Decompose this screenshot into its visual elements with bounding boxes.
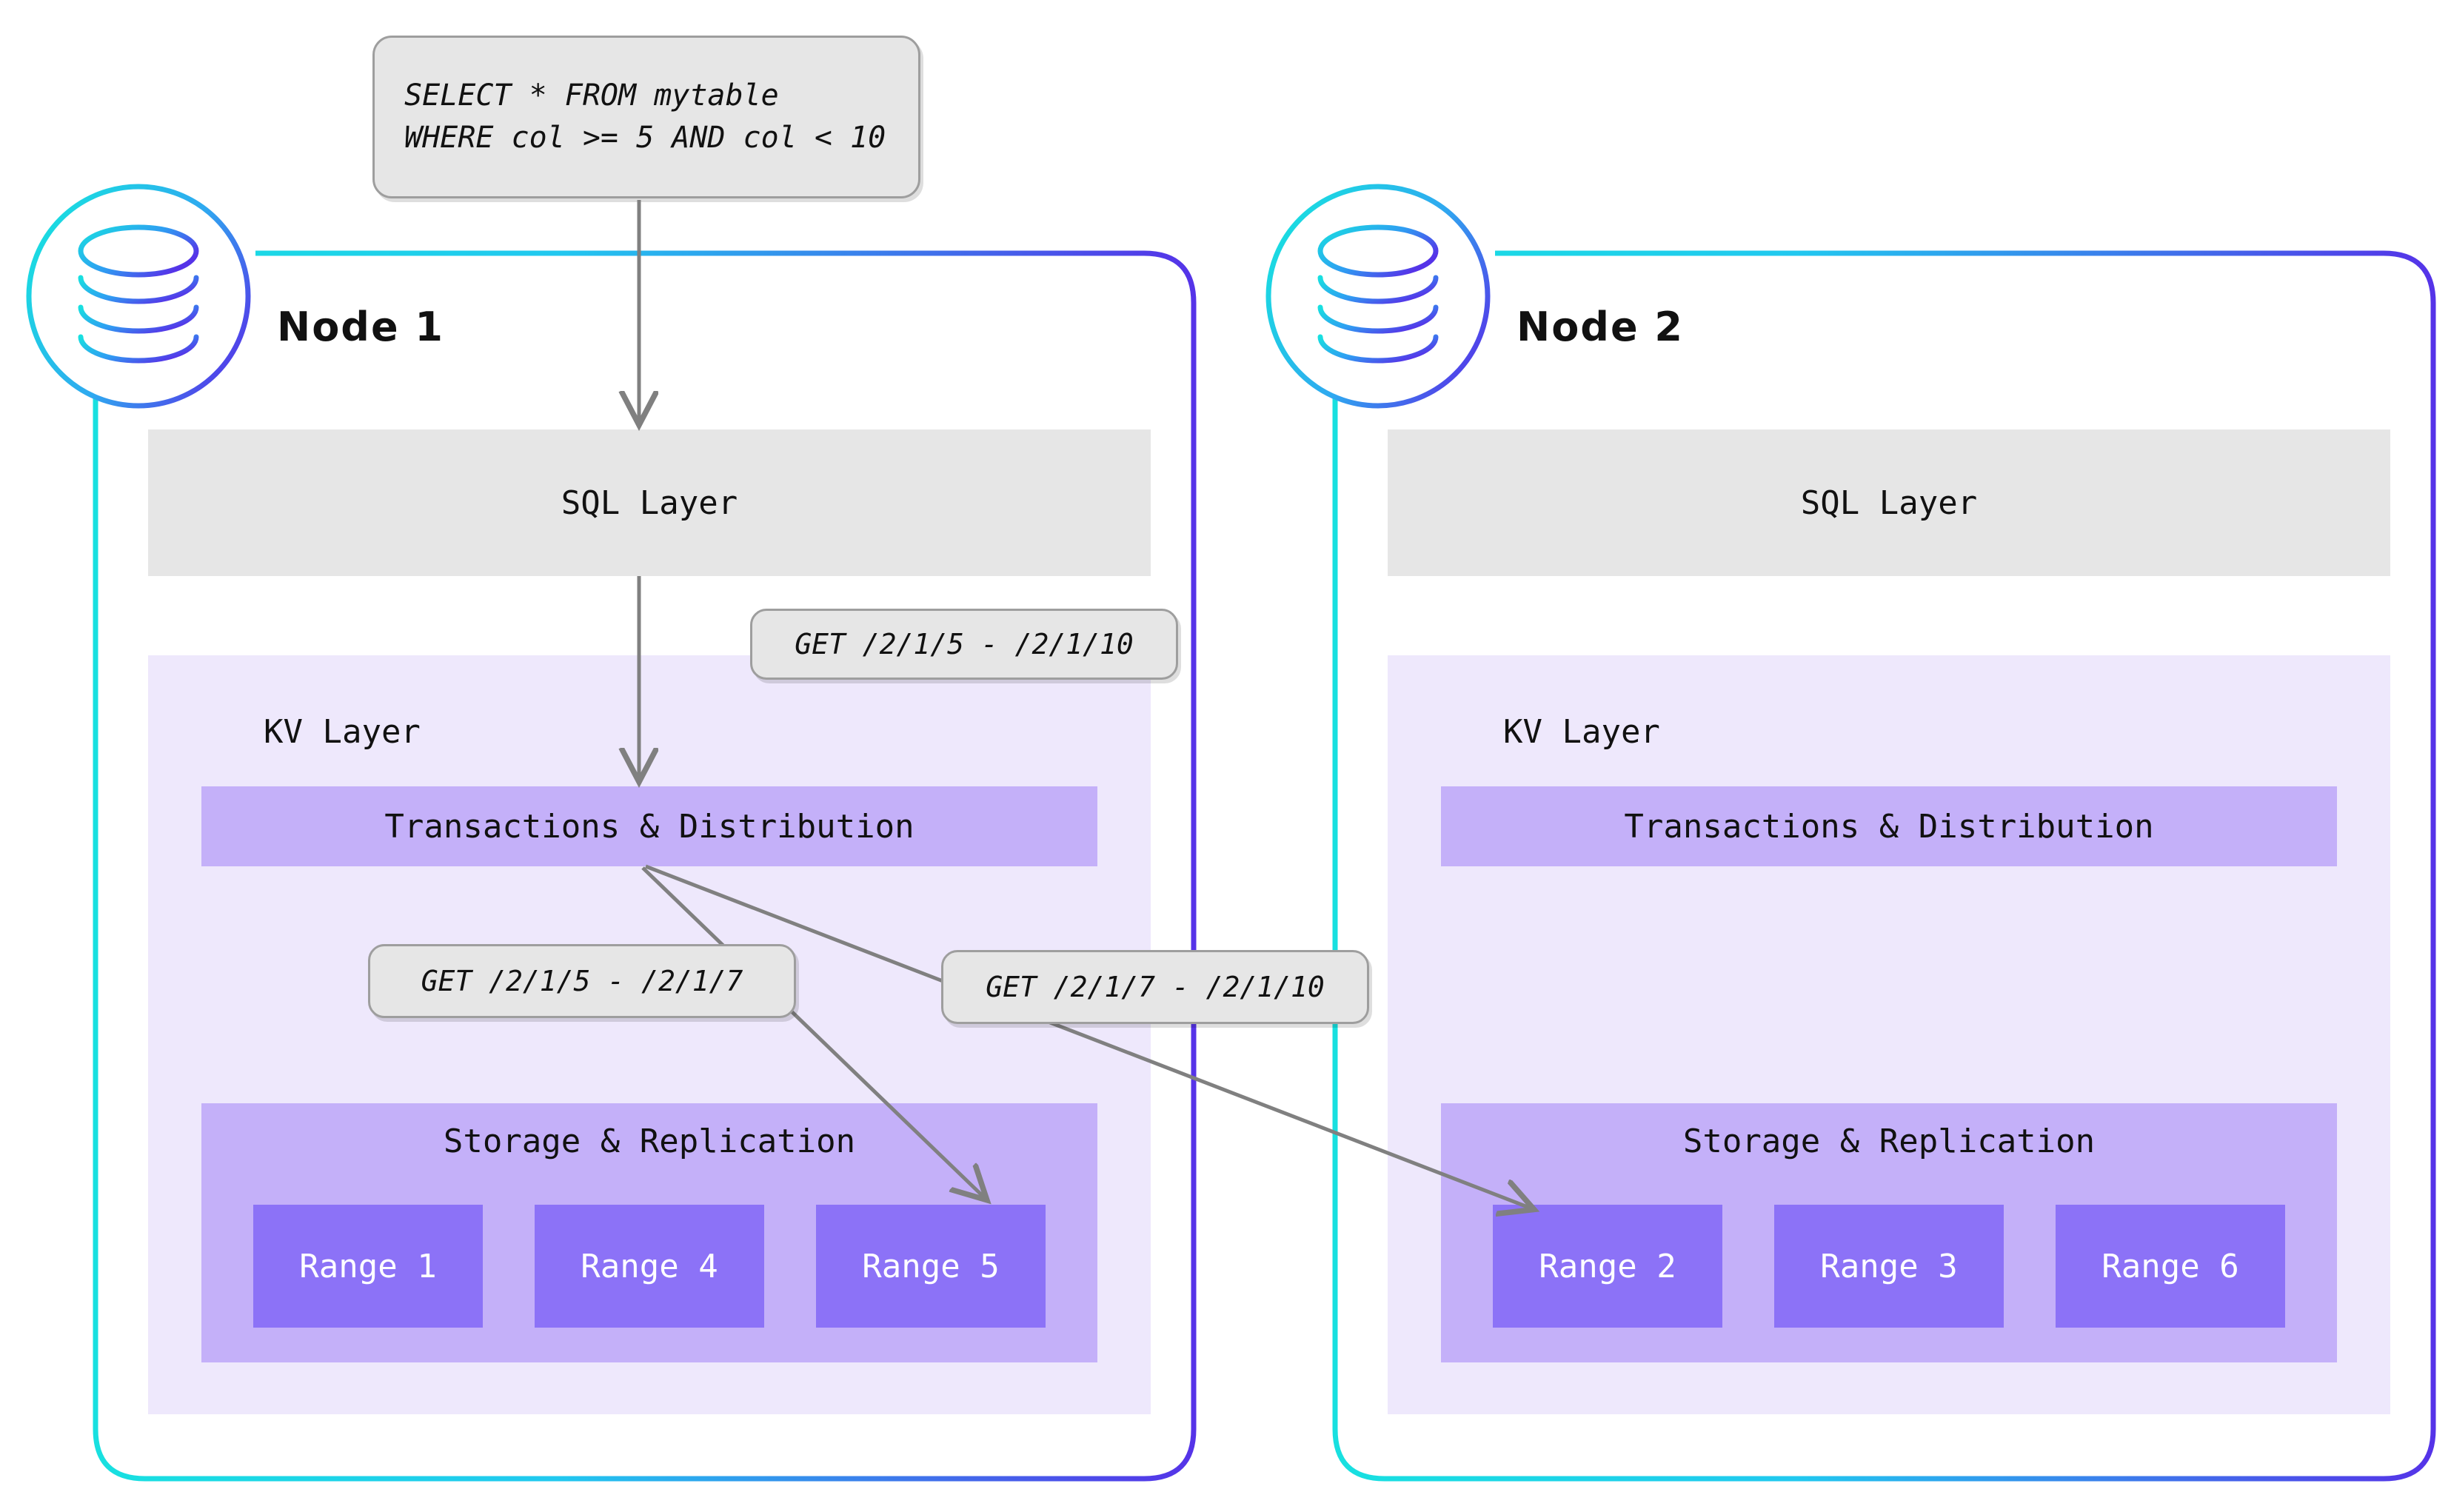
node2-range-row: Range 2 Range 3 Range 6	[1441, 1204, 2337, 1328]
callout-get-left-range: GET /2/1/5 - /2/1/7	[368, 944, 796, 1018]
sql-query-callout: SELECT * FROM mytable WHERE col >= 5 AND…	[372, 36, 920, 198]
node-title-node2: Node 2	[1517, 304, 1684, 350]
node2-transactions-bar: Transactions & Distribution	[1441, 786, 2337, 866]
node2-range-2: Range 2	[1493, 1205, 1722, 1328]
node1-transactions-bar: Transactions & Distribution	[201, 786, 1097, 866]
node1-range-5: Range 5	[816, 1205, 1046, 1328]
node1-range-1: Range 1	[253, 1205, 483, 1328]
callout-get-full-range: GET /2/1/5 - /2/1/10	[750, 609, 1178, 680]
node1-storage-block: Storage & Replication Range 1 Range 4 Ra…	[201, 1103, 1097, 1362]
node2-storage-block: Storage & Replication Range 2 Range 3 Ra…	[1441, 1103, 2337, 1362]
node2-sql-layer: SQL Layer	[1388, 429, 2390, 576]
node-title-node1: Node 1	[277, 304, 444, 350]
node1-transactions-label: Transactions & Distribution	[384, 807, 914, 846]
node2-range-3: Range 3	[1774, 1205, 2004, 1328]
node2-transactions-label: Transactions & Distribution	[1624, 807, 2154, 846]
node1-storage-label: Storage & Replication	[443, 1123, 856, 1160]
node1-kv-layer-label: KV Layer	[264, 713, 421, 751]
node1-sql-layer-label: SQL Layer	[561, 484, 738, 522]
sql-query-line-2: WHERE col >= 5 AND col < 10	[404, 121, 886, 155]
node2-kv-layer-label: KV Layer	[1503, 713, 1660, 751]
node1-range-4: Range 4	[535, 1205, 764, 1328]
callout-get-right-range: GET /2/1/7 - /2/1/10	[941, 950, 1369, 1024]
node1-range-row: Range 1 Range 4 Range 5	[201, 1204, 1097, 1328]
node2-storage-label: Storage & Replication	[1682, 1123, 2096, 1160]
node2-sql-layer-label: SQL Layer	[1800, 484, 1978, 522]
sql-query-line-1: SELECT * FROM mytable	[404, 78, 779, 113]
node2-range-6: Range 6	[2056, 1205, 2285, 1328]
node1-sql-layer: SQL Layer	[148, 429, 1151, 576]
